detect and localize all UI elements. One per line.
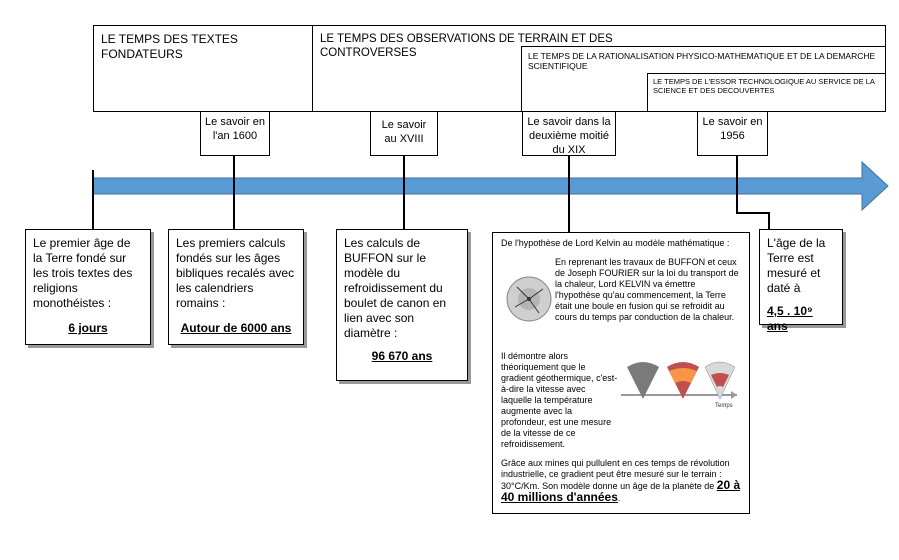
event-1956-text: L'âge de la Terre est mesuré et daté à <box>767 236 826 295</box>
era-rationalisation-label: LE TEMPS DE LA RATIONALISATION PHYSICO-M… <box>528 51 876 71</box>
knowledge-xviii: Le savoir au XVIII <box>370 111 438 156</box>
knowledge-1956-label: Le savoir en 1956 <box>702 116 763 142</box>
kelvin-paragraph-2: Il démontre alors théoriquement que le g… <box>501 351 618 449</box>
event-buffon: Les calculs de BUFFON sur le modèle du r… <box>336 229 468 381</box>
event-premiers-calculs: Les premiers calculs fondés sur les âges… <box>168 229 304 345</box>
kelvin-paragraph-3-end: . <box>617 493 621 503</box>
knowledge-1600-label: Le savoir en l'an 1600 <box>205 116 265 142</box>
kelvin-title: De l'hypothèse de Lord Kelvin au modèle … <box>501 238 730 248</box>
cooling-cones-icon: Temps <box>621 361 737 409</box>
connector-line-5c <box>768 212 770 230</box>
knowledge-xviii-label: Le savoir au XVIII <box>381 119 427 145</box>
connector-line-1 <box>92 170 94 230</box>
kelvin-paragraph-1: En reprenant les travaux de BUFFON et ce… <box>555 257 739 322</box>
kelvin-result: 20 à 40 millions d'années <box>501 478 741 504</box>
event-premiers-calculs-result: Autour de 6000 ans <box>180 321 292 335</box>
connector-line-2 <box>233 156 235 230</box>
connector-line-3 <box>403 156 405 230</box>
event-buffon-result: 96 670 ans <box>371 349 433 363</box>
kelvin-paragraph-3: Grâce aux mines qui pullulent en ces tem… <box>501 450 741 504</box>
knowledge-xix: Le savoir dans la deuxième moitié du XIX <box>522 111 616 156</box>
connector-line-5a <box>736 156 738 214</box>
era-essor-technologique: LE TEMPS DE L'ESSOR TECHNOLOGIQUE AU SER… <box>647 73 886 112</box>
event-buffon-text: Les calculs de BUFFON sur le modèle du r… <box>344 236 447 340</box>
event-premiers-calculs-text: Les premiers calculs fondés sur les âges… <box>176 236 295 310</box>
knowledge-xix-label: Le savoir dans la deuxième moitié du XIX <box>527 116 611 156</box>
knowledge-1600: Le savoir en l'an 1600 <box>200 111 270 156</box>
event-kelvin: De l'hypothèse de Lord Kelvin au modèle … <box>492 232 750 514</box>
connector-line-4 <box>568 156 570 232</box>
event-1956-result: 4,5 . 10⁹ ans <box>767 304 813 333</box>
connector-line-5b <box>736 212 770 214</box>
era-textes-fondateurs-label: LE TEMPS DES TEXTES FONDATEURS <box>101 32 238 61</box>
event-premier-age-result: 6 jours <box>68 321 108 335</box>
event-premier-age: Le premier âge de la Terre fondé sur les… <box>25 229 151 345</box>
era-observations-terrain-label: LE TEMPS DES OBSERVATIONS DE TERRAIN ET … <box>320 33 613 59</box>
event-1956: L'âge de la Terre est mesuré et daté à 4… <box>759 229 843 333</box>
temps-label: Temps <box>715 403 733 409</box>
cooling-sphere-icon <box>506 276 552 322</box>
event-premier-age-text: Le premier âge de la Terre fondé sur les… <box>33 236 133 310</box>
knowledge-1956: Le savoir en 1956 <box>697 111 768 156</box>
era-textes-fondateurs: LE TEMPS DES TEXTES FONDATEURS <box>93 25 316 112</box>
era-essor-technologique-label: LE TEMPS DE L'ESSOR TECHNOLOGIQUE AU SER… <box>653 77 875 95</box>
kelvin-paragraph-3-text: Grâce aux mines qui pullulent en ces tem… <box>501 458 730 491</box>
